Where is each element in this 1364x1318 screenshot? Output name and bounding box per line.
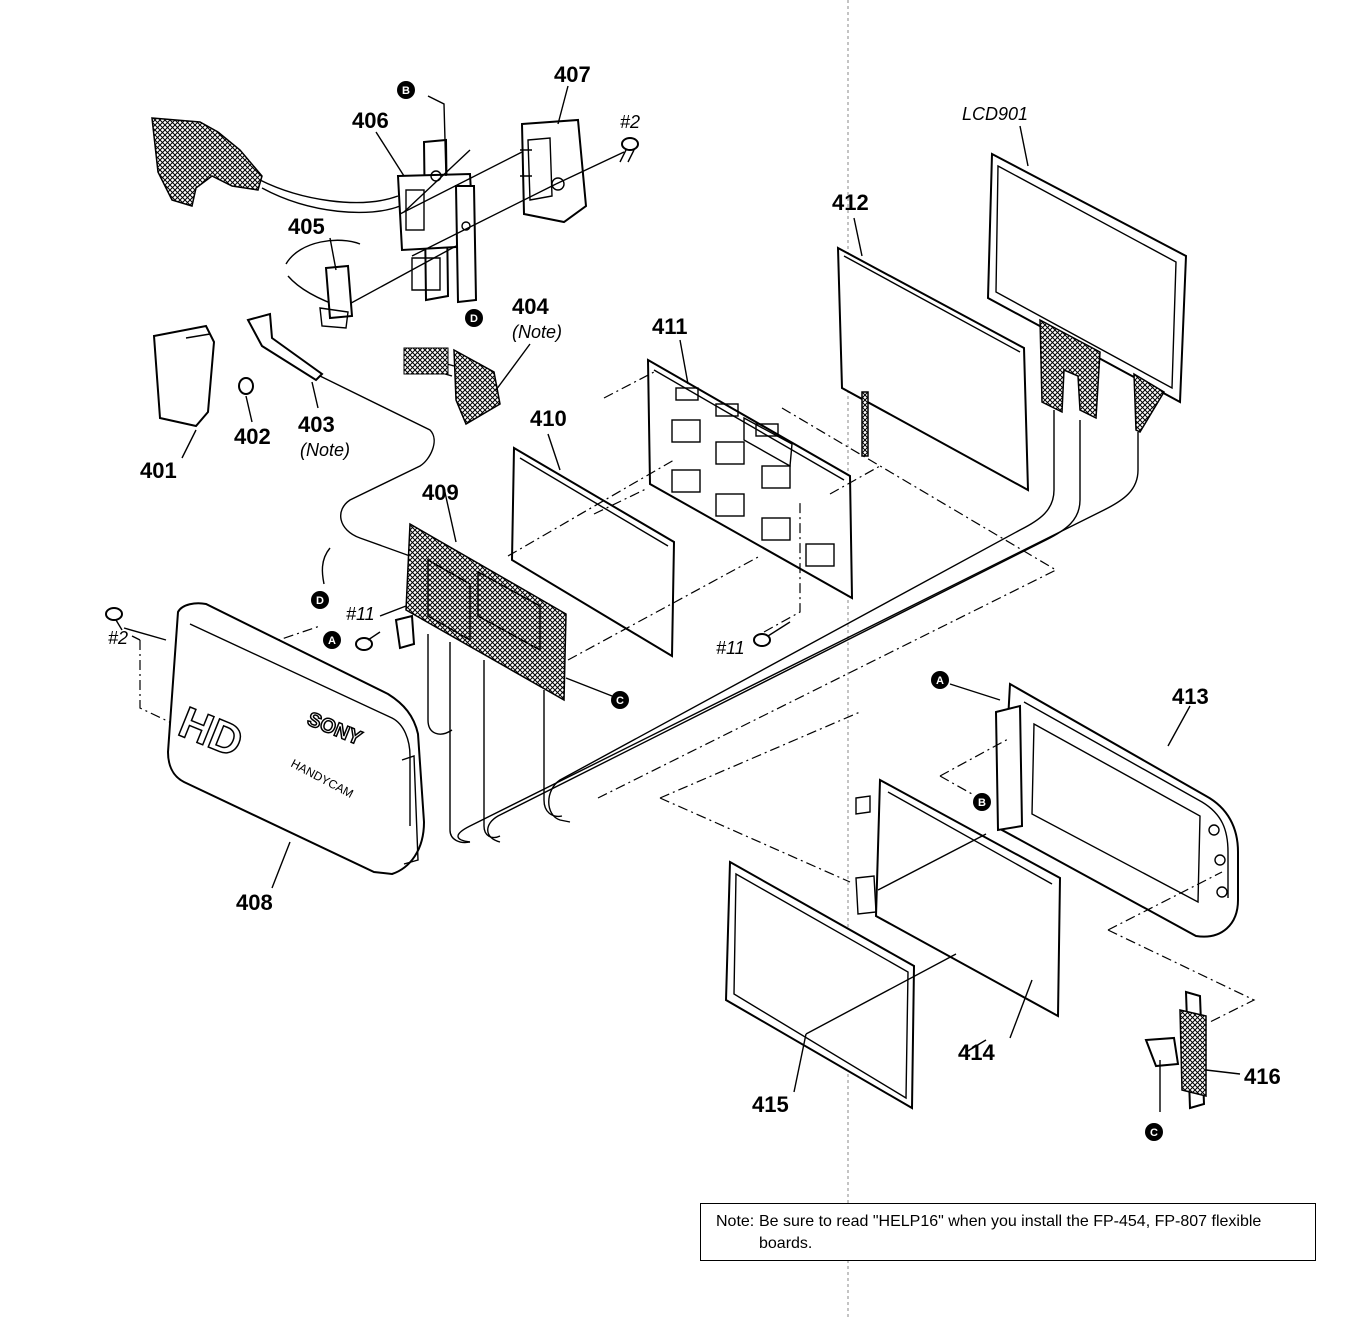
ref-marker-b-top: B <box>397 81 415 99</box>
part-405-clip <box>319 264 354 329</box>
part-404-flex <box>403 347 501 426</box>
part-lcd901 <box>457 152 1188 843</box>
ref-marker-d-top: D <box>465 309 483 327</box>
part-401-cap <box>152 324 216 428</box>
label-404: 404 <box>512 294 549 319</box>
svg-text:D: D <box>470 313 478 325</box>
svg-text:B: B <box>402 85 410 97</box>
ref-marker-a-left: A <box>323 631 341 649</box>
part-409-board <box>405 522 567 702</box>
svg-text:D: D <box>316 595 324 607</box>
note-mark-403: (Note) <box>300 440 350 460</box>
assembly-dashed-lines <box>123 371 1058 799</box>
label-401: 401 <box>140 458 177 483</box>
label-415: 415 <box>752 1092 789 1117</box>
part-414-sheet <box>855 778 1062 1018</box>
label-407: 407 <box>554 62 591 87</box>
label-402: 402 <box>234 424 271 449</box>
label-screw-2-left: #2 <box>108 628 128 648</box>
screw-11-left-post <box>394 614 416 650</box>
screw-2-top <box>619 137 639 163</box>
label-406: 406 <box>352 108 389 133</box>
svg-text:A: A <box>328 635 336 647</box>
label-410: 410 <box>530 406 567 431</box>
part-403-flex <box>246 312 435 557</box>
screw-11-right <box>753 621 791 647</box>
ref-marker-b-right: B <box>973 793 991 811</box>
assembly-lines-hinge <box>285 95 625 309</box>
part-413-lcd-frame <box>994 682 1239 938</box>
label-408: 408 <box>236 890 273 915</box>
svg-text:C: C <box>1150 1127 1158 1139</box>
part-416-clip <box>1144 990 1207 1110</box>
label-405: 405 <box>288 214 325 239</box>
ref-marker-d-left: D <box>311 591 329 609</box>
screw-2-left <box>105 607 123 631</box>
svg-text:C: C <box>616 695 624 707</box>
note-box: Note: Be sure to read "HELP16" when you … <box>700 1203 1316 1261</box>
part-410-sheet <box>510 446 676 658</box>
flex-loops-bottom <box>427 634 563 844</box>
screw-11-left <box>355 631 381 651</box>
ref-marker-c-left: C <box>611 691 629 709</box>
note-text: Be sure to read "HELP16" when you instal… <box>759 1213 1262 1252</box>
label-leaders <box>181 85 1241 1093</box>
label-412: 412 <box>832 190 869 215</box>
flex-cable-top <box>151 117 401 214</box>
part-415-sheet <box>724 860 916 1110</box>
svg-text:B: B <box>978 797 986 809</box>
note-prefix: Note: <box>716 1213 755 1230</box>
label-screw-2-top: #2 <box>620 112 640 132</box>
part-406-hinge <box>396 138 478 304</box>
label-403: 403 <box>298 412 335 437</box>
svg-text:A: A <box>936 675 944 687</box>
label-414: 414 <box>958 1040 995 1065</box>
part-402-ring <box>238 377 254 395</box>
label-screw-11-left: #11 <box>346 604 375 624</box>
label-409: 409 <box>422 480 459 505</box>
ref-marker-c-right: C <box>1145 1123 1163 1141</box>
label-screw-11-right: #11 <box>716 638 745 658</box>
part-412-panel <box>836 246 1030 492</box>
assembly-dashed-lines-right <box>659 683 1256 1112</box>
part-407-hinge-cover <box>520 118 588 224</box>
label-411: 411 <box>652 314 688 339</box>
note-mark-404: (Note) <box>512 322 562 342</box>
label-lcd901: LCD901 <box>962 104 1028 124</box>
part-408-front-panel: HD SONY HANDYCAM <box>166 602 426 876</box>
label-416: 416 <box>1244 1064 1281 1089</box>
ref-marker-a-right: A <box>931 671 949 689</box>
part-411-frame <box>646 358 854 600</box>
label-413: 413 <box>1172 684 1209 709</box>
